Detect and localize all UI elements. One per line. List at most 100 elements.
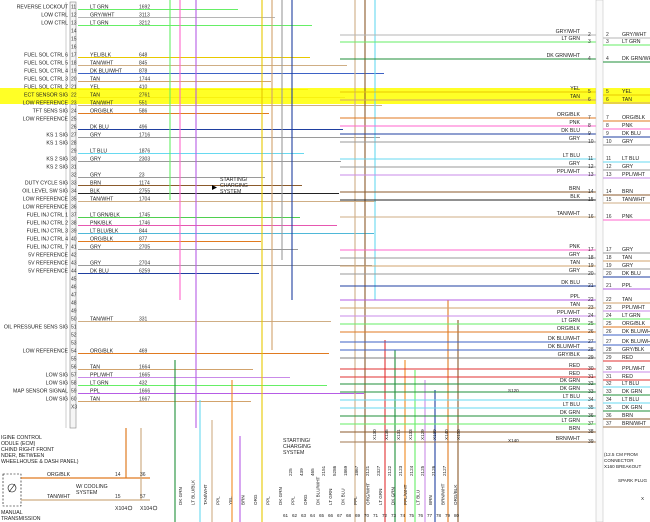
- wire-color-label: TAN: [90, 76, 100, 82]
- wire-color-label: TAN/WHT: [90, 100, 114, 106]
- circuit-number: 2303: [139, 156, 150, 162]
- wire-color-label: BRN: [622, 413, 633, 419]
- pin-number: 32: [606, 381, 612, 387]
- pin-number: 33: [71, 180, 77, 186]
- wire-color-label: YEL: [570, 86, 580, 92]
- vertical-wire-label: ORG: [303, 494, 308, 505]
- pin-number: 65: [319, 513, 325, 518]
- pin-number: 38: [588, 429, 594, 435]
- pin-number: 77: [427, 513, 433, 518]
- circuit-number: 1876: [139, 148, 150, 154]
- right-connector-tags: S120 X140: [508, 388, 519, 443]
- pin-number: 28: [71, 140, 77, 146]
- signal-label: LOW CTRL: [41, 20, 68, 26]
- pin-number: 14: [588, 189, 594, 195]
- pin-number: 20: [606, 271, 612, 277]
- far-right-connector: [595, 0, 604, 522]
- wire-color-label: DK BLU: [622, 271, 641, 277]
- circuit-number: 844: [139, 228, 148, 234]
- vertical-wire-label: DK BLU/WHT: [316, 476, 321, 505]
- pin-number: 29: [606, 355, 612, 361]
- pin-number: 28: [606, 347, 612, 353]
- pin-number: 13: [606, 172, 612, 178]
- vertical-harness-wires: [169, 0, 459, 522]
- wire-color-label: TAN: [622, 97, 632, 103]
- signal-label: LOW SIG: [46, 396, 68, 402]
- pin-number: 55: [71, 356, 77, 362]
- wire-color-label: BRN/WHT: [622, 421, 647, 427]
- breakout-note: (12.5 CM FROM CONNECTOR X160 BREAKOUT SP…: [604, 452, 647, 501]
- circuit-number: 1744: [139, 76, 150, 82]
- pin-number: 37: [606, 421, 612, 427]
- pin-number: 7: [606, 115, 609, 121]
- pin-number: 17: [606, 247, 612, 253]
- pin-number: 4: [588, 56, 591, 62]
- pin-number: 12: [71, 12, 77, 18]
- pin-number: 18: [606, 255, 612, 261]
- signal-label: FUEL SOL CTRL 6: [24, 52, 68, 58]
- svg-text:ODULE (ECM): ODULE (ECM): [1, 441, 36, 447]
- pin-number: 64: [310, 513, 316, 518]
- wire-color-label: GRY: [90, 156, 102, 162]
- wire-color-label: LT BLU: [622, 156, 639, 162]
- wire-color-label: BRN/WHT: [556, 436, 581, 442]
- wire-color-label: RED: [622, 355, 633, 361]
- connector-tag: X130: [456, 429, 461, 440]
- wire-color-label: PPL: [622, 283, 632, 289]
- pin-number: 48: [71, 300, 77, 306]
- wire-color-label: TAN: [570, 302, 580, 308]
- pin-number: 27: [588, 339, 594, 345]
- wire-color-label: LT GRN: [90, 380, 109, 386]
- pin-number: 59: [71, 388, 77, 394]
- pin-number: 66: [328, 513, 334, 518]
- pin-number: 19: [71, 68, 77, 74]
- pin-number: 20: [588, 271, 594, 277]
- pin-number: 12: [606, 164, 612, 170]
- pin-number: 78: [436, 513, 442, 518]
- wire-color-label: PPL: [90, 388, 100, 394]
- pin-number: 9: [606, 131, 609, 137]
- connector-tag: X130: [372, 429, 377, 440]
- svg-text:MANUAL: MANUAL: [1, 510, 23, 516]
- wire-color-label: GRY/WHT: [622, 32, 647, 38]
- pin-number: 2: [588, 32, 591, 38]
- circuit-number: 1665: [139, 372, 150, 378]
- connector-tag: X139: [432, 429, 437, 440]
- signal-label: LOW CTRL: [41, 12, 68, 18]
- wire-color-label: GRY: [90, 132, 102, 138]
- vertical-wire-label: PPL: [216, 496, 221, 505]
- wire-color-label: DK BLU: [561, 280, 580, 286]
- circuit-number: 2127: [442, 465, 447, 476]
- wire-color-label: DK GRN: [560, 386, 580, 392]
- signal-label: LOW REFERENCE: [23, 348, 69, 354]
- wire-color-label: BRN: [569, 426, 580, 432]
- wire-color-label: GRY: [90, 260, 102, 266]
- pin-number: 51: [71, 324, 77, 330]
- pin-number: 3: [588, 39, 591, 45]
- signal-label: ECT SENSOR SIG: [24, 92, 68, 98]
- vertical-wire-label: LT BLU: [416, 490, 421, 505]
- connector-tag: X135: [384, 429, 389, 440]
- pin-number: 69: [355, 513, 361, 518]
- wire-color-label: PPL: [570, 294, 580, 300]
- pin-number: 63: [301, 513, 307, 518]
- pin-number: 47: [71, 292, 77, 298]
- pin-number: 6: [606, 97, 609, 103]
- circuit-number: 3212: [139, 20, 150, 26]
- pin-number: 13: [588, 172, 594, 178]
- pin-number: 25: [71, 116, 77, 122]
- pin-number: 67: [337, 513, 343, 518]
- wire-color-label: ORG/BLK: [90, 236, 114, 242]
- signal-label: FUEL SOL CTRL 3: [24, 76, 68, 82]
- pin-number: 33: [606, 389, 612, 395]
- signal-label: 5V REFERENCE: [28, 268, 68, 274]
- vertical-wire-label: PPL: [291, 496, 296, 505]
- svg-text:TRANSMISSION: TRANSMISSION: [1, 516, 41, 522]
- pin-number: 32: [71, 172, 77, 178]
- pin-number: 60: [71, 396, 77, 402]
- wire-color-label: LT BLU/BLK: [90, 228, 119, 234]
- wire-color-label: RED: [622, 374, 633, 380]
- vertical-wire-label: ORG/BLK: [453, 484, 458, 505]
- circuit-number: 1667: [139, 396, 150, 402]
- wire-color-label: LT GRN: [622, 313, 641, 319]
